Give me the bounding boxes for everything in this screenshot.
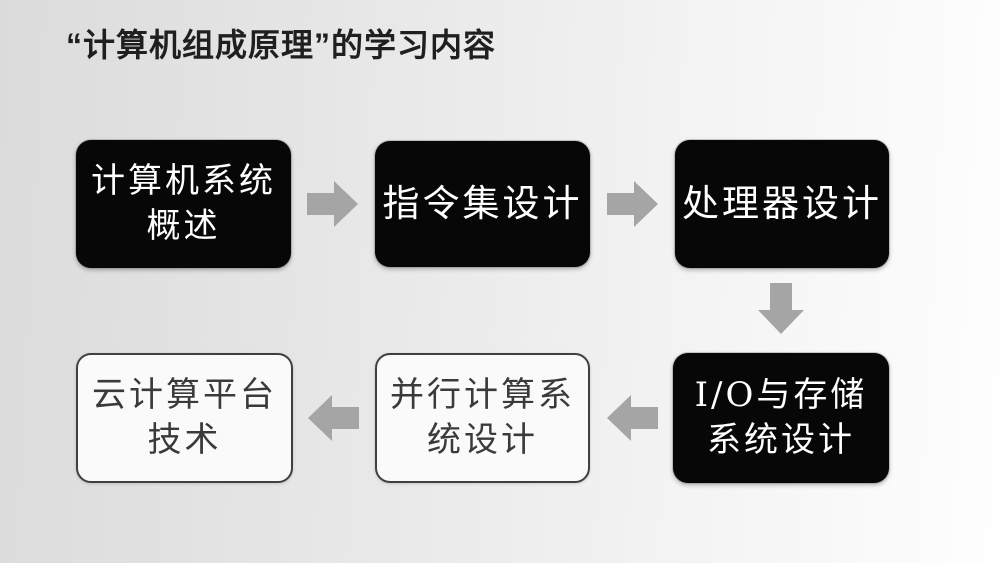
flow-box-instruction-set-design: 指令集设计 bbox=[375, 141, 590, 267]
box-label-cloud-computing-platform-technology: 云计算平台 技术 bbox=[92, 375, 277, 460]
flow-box-parallel-computing-system-design: 并行计算系 统设计 bbox=[375, 353, 590, 483]
arrow-down-icon bbox=[755, 283, 807, 335]
box-label-io-storage-system-design: I/O与存储 系统设计 bbox=[694, 375, 868, 460]
box-label-processor-design: 处理器设计 bbox=[682, 181, 882, 225]
arrow-left-icon bbox=[307, 392, 359, 444]
box-label-instruction-set-design: 指令集设计 bbox=[382, 181, 583, 225]
flow-box-computer-system-overview: 计算机系统 概述 bbox=[76, 140, 291, 268]
flow-box-processor-design: 处理器设计 bbox=[675, 140, 889, 268]
box-label-parallel-computing-system-design: 并行计算系 统设计 bbox=[390, 375, 575, 460]
box-label-computer-system-overview: 计算机系统 概述 bbox=[91, 161, 276, 246]
arrow-right-icon bbox=[607, 178, 659, 230]
arrow-right-icon bbox=[307, 178, 359, 230]
flow-box-cloud-computing-platform-technology: 云计算平台 技术 bbox=[76, 353, 293, 483]
slide-title: “计算机组成原理”的学习内容 bbox=[66, 27, 497, 63]
arrow-left-icon bbox=[606, 392, 658, 444]
flow-box-io-storage-system-design: I/O与存储 系统设计 bbox=[673, 353, 889, 483]
